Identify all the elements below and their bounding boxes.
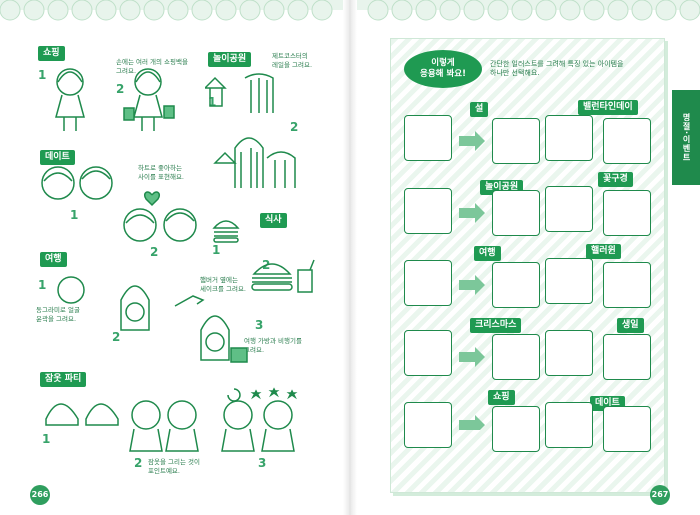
row-card — [404, 260, 452, 306]
row-label-shopping: 쇼핑 — [488, 390, 515, 405]
date-note: 하트로 좋아하는 사이를 표현해요. — [138, 164, 184, 181]
row-card — [545, 115, 593, 161]
step-number: 1 — [38, 68, 47, 82]
book-gutter — [343, 0, 357, 515]
row-card — [492, 190, 540, 236]
travel-note-1: 동그라미로 얼굴 윤곽을 그려요. — [36, 306, 80, 323]
row-card — [603, 190, 651, 236]
row-card — [603, 406, 651, 452]
section-label-travel: 여행 — [40, 252, 67, 267]
step-number: 2 — [116, 82, 125, 96]
row-card — [404, 402, 452, 448]
row-label-valentines: 밸런타인데이 — [578, 100, 638, 115]
page-number-left: 266 — [30, 485, 50, 505]
row-label-halloween: 핼러윈 — [586, 244, 621, 259]
row-card — [545, 186, 593, 232]
row-card — [545, 402, 593, 448]
row-card — [545, 258, 593, 304]
row-card — [404, 188, 452, 234]
step-number: 1 — [208, 95, 217, 109]
step-number: 2 — [134, 456, 143, 470]
section-label-date: 데이트 — [40, 150, 75, 165]
side-tab-holidays: 명절·이벤트 — [672, 90, 700, 185]
row-label-christmas: 크리스마스 — [470, 318, 522, 333]
row-card — [603, 118, 651, 164]
section-label-amusement: 놀이공원 — [208, 52, 252, 67]
step-number: 1 — [38, 278, 47, 292]
row-card — [545, 330, 593, 376]
amusement-note: 제트코스터의 레일을 그려요. — [272, 52, 313, 69]
row-label-birthday: 생일 — [617, 318, 644, 333]
step-number: 3 — [258, 456, 267, 470]
row-card — [492, 334, 540, 380]
section-label-shopping: 쇼핑 — [38, 46, 65, 61]
step-number: 1 — [70, 208, 79, 222]
step-number: 2 — [112, 330, 121, 344]
row-label-travel: 여행 — [474, 246, 501, 261]
row-card — [492, 262, 540, 308]
meal-note: 햄버거 옆에는 세이크를 그려요. — [200, 276, 246, 293]
pajama-note: 잠옷을 그리는 것이 포인트예요. — [148, 458, 200, 475]
step-number: 1 — [42, 432, 51, 446]
page-number-right: 267 — [650, 485, 670, 505]
row-card — [603, 262, 651, 308]
row-card — [492, 118, 540, 164]
step-number: 3 — [255, 318, 264, 332]
row-label-new-year: 설 — [470, 102, 489, 117]
intro-text: 간단한 일러스트를 그려해 특징 있는 아이템을 하나만 선택해요. — [490, 60, 624, 77]
hamburger-illustration — [212, 220, 315, 293]
step-number: 2 — [150, 245, 159, 259]
date-couple-illustration — [41, 166, 197, 242]
shopping-note: 손에는 여러 개의 쇼핑백을 그려요. — [116, 58, 188, 75]
travel-note-2: 여행 가방과 비행기를 그려요. — [244, 337, 302, 354]
travel-illustration — [57, 276, 248, 363]
row-arrows — [459, 131, 485, 430]
apply-badge: 이렇게 응용해 봐요! — [404, 50, 482, 88]
rollercoaster-illustration — [205, 73, 296, 188]
row-card — [404, 330, 452, 376]
step-number: 1 — [212, 243, 221, 257]
section-label-pajama: 잠옷 파티 — [40, 372, 87, 387]
shopping-girl-illustration — [55, 68, 175, 131]
row-label-flower: 꽃구경 — [598, 172, 633, 187]
row-card — [492, 406, 540, 452]
step-number: 2 — [290, 120, 299, 134]
row-card — [603, 334, 651, 380]
row-card — [404, 115, 452, 161]
pajama-party-illustration — [45, 387, 298, 452]
section-label-meal: 식사 — [260, 213, 287, 228]
